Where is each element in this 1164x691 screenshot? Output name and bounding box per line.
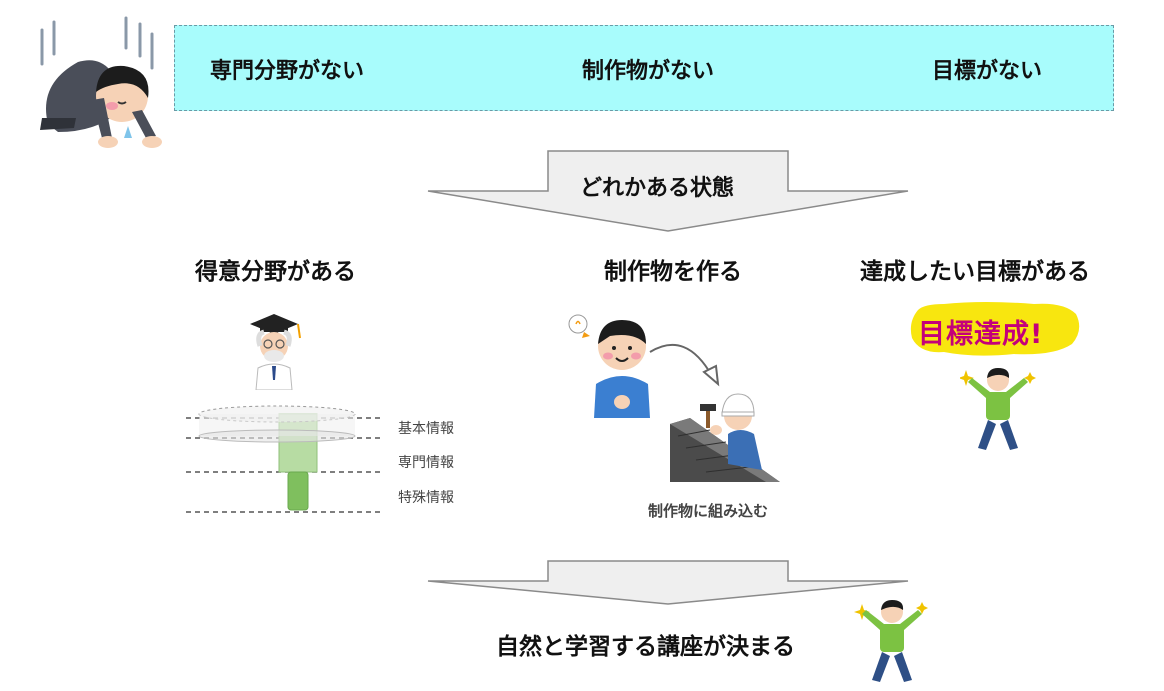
column-heading-make-product: 制作物を作る [604, 259, 742, 285]
professor-illustration [250, 314, 301, 390]
banner-item-no-goal: 目標がない [932, 59, 1043, 84]
knowledge-layer-diagram [186, 405, 380, 513]
sad-person-illustration [40, 16, 162, 148]
builder-on-roof-illustration [670, 393, 780, 482]
idea-person-illustration [568, 314, 650, 418]
banner-item-no-product: 制作物がない [582, 59, 715, 84]
layer-label-specialized: 専門情報 [398, 455, 454, 471]
jumping-person-illustration [960, 368, 1036, 450]
conclusion-text: 自然と学習する講座が決まる [496, 634, 795, 660]
banner-item-no-specialty: 専門分野がない [210, 59, 365, 84]
layer-label-basic: 基本情報 [398, 421, 454, 437]
layer-label-special: 特殊情報 [398, 490, 454, 506]
column-heading-goal: 達成したい目標がある [860, 259, 1090, 285]
goal-badge-text: 目標達成! [918, 319, 1044, 350]
curved-arrow-icon [649, 343, 720, 387]
column-heading-specialty: 得意分野がある [195, 259, 356, 285]
problems-banner [174, 25, 1114, 111]
product-caption: 制作物に組み込む [648, 502, 769, 520]
goal-badge-background [910, 302, 1080, 356]
arrow-1-label: どれかある状態 [580, 176, 735, 201]
jumping-person-bottom-illustration [854, 600, 928, 682]
